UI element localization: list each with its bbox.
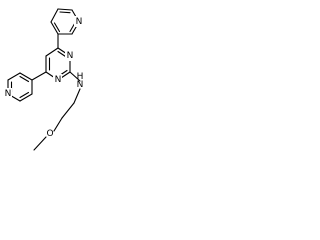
- bond: [53, 117, 63, 132]
- nitrogen-label-pyrimidine-upper: N: [67, 51, 74, 61]
- bond: [19, 93, 33, 102]
- double-bond: [53, 22, 61, 33]
- bond: [61, 102, 75, 119]
- bond: [57, 8, 73, 11]
- nitrogen-label-amine: N: [77, 80, 84, 90]
- bond: [45, 47, 59, 57]
- bond: [7, 72, 21, 81]
- double-bond: [59, 11, 71, 14]
- bond: [33, 136, 47, 151]
- bond: [69, 71, 81, 82]
- nitrogen-label-pyrimidine-lower: N: [55, 75, 62, 85]
- oxygen-label-ether: O: [46, 129, 53, 139]
- bond: [31, 71, 47, 81]
- nitrogen-label-left-pyridine: N: [5, 89, 12, 99]
- bond: [50, 8, 59, 23]
- bond: [50, 21, 59, 35]
- methoxyethylamino-chain: [33, 71, 81, 151]
- atom-labels: N N N N H N O: [3, 16, 83, 139]
- bond: [73, 88, 81, 104]
- double-bond: [19, 91, 30, 99]
- double-bond: [19, 75, 30, 83]
- bond: [19, 72, 33, 81]
- nitrogen-label-top-pyridine: N: [76, 17, 83, 27]
- hydrogen-label-amine: H: [77, 72, 84, 82]
- chemical-structure-diagram: N N N N H N O: [0, 0, 120, 159]
